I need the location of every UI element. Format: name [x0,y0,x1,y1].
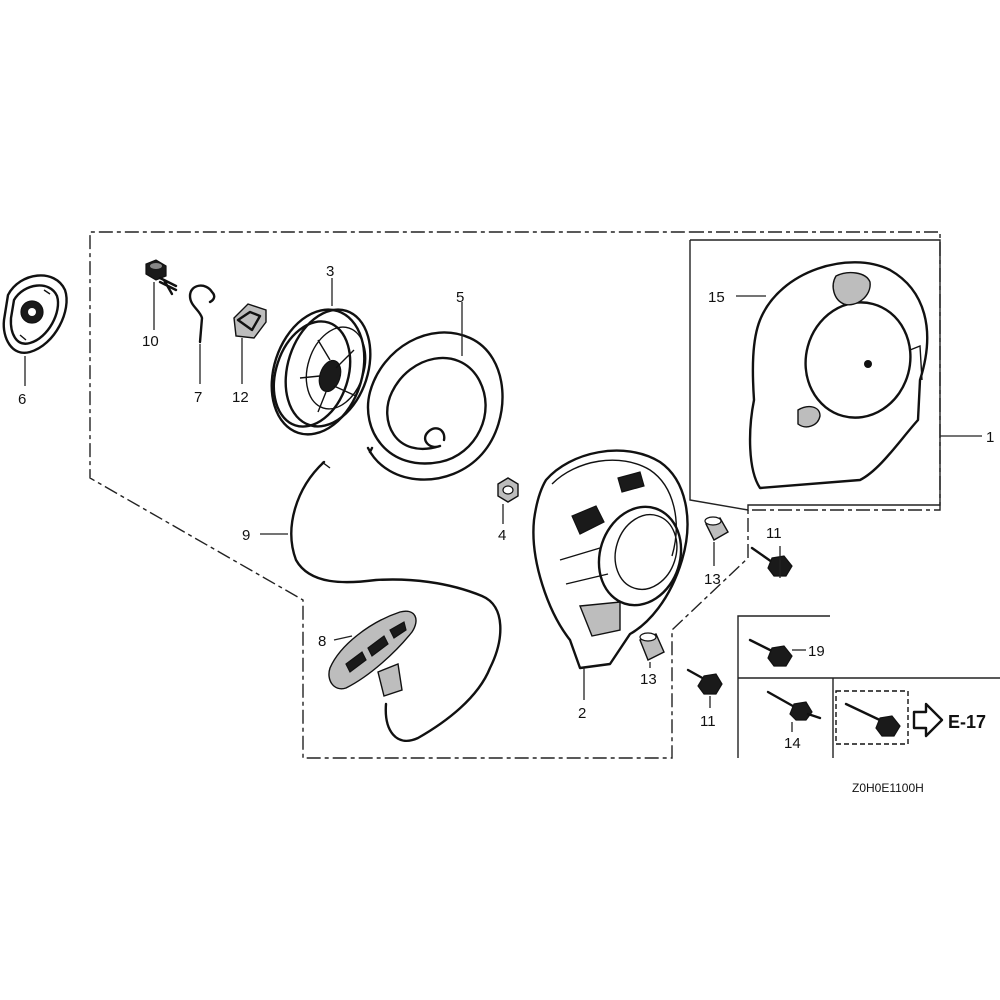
drawing-code: Z0H0E1100H [852,781,924,795]
stud-bolt-14 [766,690,822,721]
optional-bolt-box [835,690,909,745]
callout-11-lower: 11 [700,713,716,730]
callout-2: 2 [578,705,586,722]
callout-8: 8 [318,633,326,650]
reference-bolt [844,702,901,737]
callout-10: 10 [142,333,159,350]
ratchet-spring-clip [188,284,216,344]
callout-12: 12 [232,389,249,406]
callout-15: 15 [708,289,725,306]
pulley-bolt [145,259,178,296]
starter-rope [290,460,502,742]
rope-grip-handle [328,610,417,697]
starter-case [532,449,689,670]
starter-reel [270,308,372,436]
bolt-table-frame [737,615,830,758]
fan-cover [748,261,929,490]
ratchet [233,303,267,339]
bolt-19 [748,638,793,667]
reference-page-label: E-17 [948,712,986,732]
starter-nut [497,477,519,503]
leader-lines [24,278,982,732]
starter-pulley-plate [2,274,68,354]
callout-7: 7 [194,389,202,406]
callout-6: 6 [18,391,26,408]
collar-upper [704,516,729,541]
flange-bolt-upper [750,546,793,577]
collar-lower [639,632,665,661]
callout-13-lower: 13 [640,671,657,688]
callout-1: 1 [986,429,994,446]
callout-11-upper: 11 [766,525,782,542]
callout-14: 14 [784,735,801,752]
flange-bolt-lower [686,668,723,695]
callout-9: 9 [242,527,250,544]
cover-subgroup-frame [689,239,941,511]
callout-5: 5 [456,289,464,306]
callout-4: 4 [498,527,506,544]
recoil-spring [366,331,504,481]
callout-13-upper: 13 [704,571,721,588]
callout-3: 3 [326,263,334,280]
reference-arrow [912,702,944,738]
callout-19: 19 [808,643,825,660]
